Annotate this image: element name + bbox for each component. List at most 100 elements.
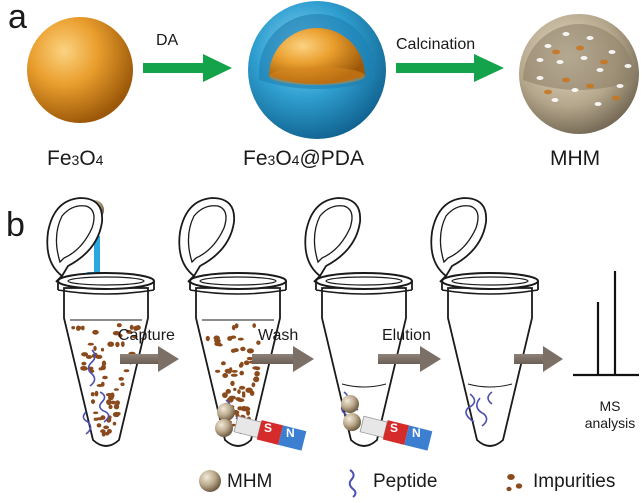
impurity-particle — [76, 325, 81, 331]
legend-peptide-label: Peptide — [373, 471, 438, 492]
fe3o4-pda-core-shell — [248, 1, 386, 139]
impurity-particle — [226, 368, 232, 374]
impurity-particle — [237, 389, 241, 395]
impurity-particle — [235, 397, 241, 401]
peptide-squiggle-icon — [348, 469, 357, 498]
impurity-particle — [101, 360, 107, 367]
pore-mark — [571, 88, 579, 92]
tube-rim — [441, 272, 539, 290]
impurity-particle — [93, 411, 99, 415]
impurity-particle — [205, 335, 210, 342]
tube-2 — [178, 197, 287, 447]
tube-body — [195, 287, 281, 447]
pore-mark — [536, 76, 544, 80]
tube-body — [63, 287, 149, 447]
tube-lid — [430, 197, 487, 278]
fe3o4-sphere — [27, 17, 133, 123]
panel-b-letter: b — [6, 206, 25, 244]
pore-mark — [616, 84, 624, 88]
impurity-particle — [118, 333, 123, 338]
pore-mark — [596, 68, 604, 72]
impurity-particle — [234, 323, 239, 329]
mhm-bead — [343, 413, 361, 431]
tube-rim — [315, 272, 413, 290]
calcination-label: Calcination — [396, 36, 476, 53]
ms-arrow — [514, 346, 563, 372]
impurity-particle — [246, 356, 253, 361]
peptide-strand — [476, 397, 488, 427]
fe-nanoparticle-mark — [600, 59, 608, 65]
pore-mark — [562, 32, 570, 36]
impurity-particle — [241, 393, 246, 398]
impurity-particle — [118, 377, 124, 381]
impurity-particle — [214, 338, 221, 344]
impurity-particle — [98, 367, 103, 371]
impurity-particle — [80, 366, 88, 370]
tube-lid — [178, 197, 235, 278]
fe3o4-pda-label: Fe3O4@PDA — [243, 147, 364, 170]
impurity-particle — [87, 342, 95, 346]
impurity-particle — [221, 361, 226, 366]
peptide-strand — [98, 391, 110, 423]
da-arrow — [143, 54, 232, 82]
pore-mark — [624, 64, 632, 68]
tube-body — [447, 287, 533, 447]
tube-rim-inner — [325, 276, 403, 286]
impurity-particle — [115, 412, 121, 416]
impurity-particle — [104, 431, 110, 436]
impurity-particle — [230, 348, 236, 353]
pore-mark — [556, 60, 564, 64]
impurity-particle — [100, 415, 106, 420]
peptide-strand — [82, 411, 92, 435]
impurity-particle — [92, 329, 99, 335]
impurity-particle — [110, 400, 116, 405]
impurity-particle — [115, 341, 120, 348]
magnet-s-pole: S — [390, 421, 399, 435]
impurity-particle — [243, 360, 250, 366]
tube-rim-inner — [199, 276, 277, 286]
fe-nanoparticle-mark — [576, 45, 584, 51]
tube-rim — [57, 272, 155, 290]
impurity-particle — [85, 355, 93, 359]
fe-nanoparticle-mark — [562, 77, 570, 83]
impurity-dots-icon — [506, 474, 523, 492]
impurity-particle — [231, 370, 238, 373]
impurity-particle — [115, 400, 120, 406]
calcination-arrow — [396, 54, 504, 82]
impurity-particle — [246, 348, 254, 354]
impurity-particle — [112, 331, 120, 336]
wash-label: Wash — [258, 327, 299, 344]
impurity-particle — [240, 346, 246, 352]
pore-mark — [580, 56, 588, 60]
impurity-particle — [100, 347, 105, 352]
tube-body — [321, 287, 407, 447]
mhm-sphere-icon — [199, 470, 221, 492]
tube-rim-inner — [67, 276, 145, 286]
panel-a-letter: a — [8, 0, 27, 36]
impurity-particle — [107, 341, 115, 347]
tube-1 — [46, 197, 155, 447]
magnet-n-pole: N — [286, 426, 295, 440]
impurity-particle — [116, 323, 122, 328]
tube-3 — [304, 197, 413, 447]
legend-impurities-label: Impurities — [533, 471, 616, 492]
pore-mark — [544, 44, 552, 48]
impurity-particle — [93, 417, 99, 421]
impurity-particle — [228, 395, 236, 400]
elution-label: Elution — [382, 327, 431, 344]
impurity-particle — [113, 388, 119, 391]
impurity-particle — [256, 340, 261, 345]
impurity-particle — [112, 421, 117, 426]
impurity-particle — [222, 392, 228, 398]
impurity-particle — [253, 376, 260, 383]
impurity-particle — [230, 380, 235, 387]
impurity-particle — [249, 390, 255, 396]
impurity-particle — [246, 410, 251, 416]
impurity-particle — [251, 382, 256, 388]
impurity-particle — [233, 387, 237, 391]
fe-nanoparticle-mark — [552, 49, 560, 55]
impurity-particle — [81, 361, 87, 366]
pore-mark — [551, 98, 559, 102]
pore-mark — [536, 58, 544, 62]
impurity-particle — [93, 345, 97, 351]
